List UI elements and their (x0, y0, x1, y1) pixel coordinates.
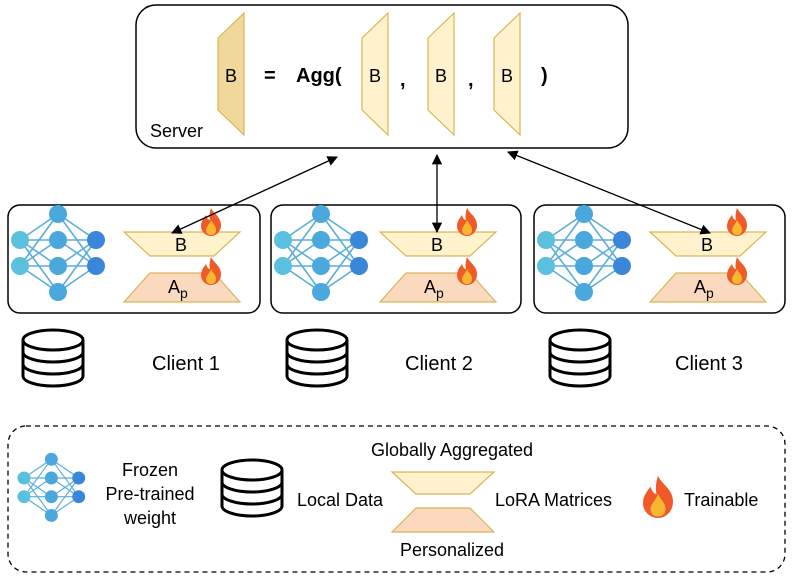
server-client-b-2 (427, 11, 455, 137)
legend-matrix-a (390, 507, 496, 533)
database-icon (548, 328, 612, 388)
server-agg-close: ) (541, 65, 548, 87)
server-client-b-1-label: B (369, 66, 381, 86)
client-2-a-label: Ap (424, 277, 444, 301)
client-2-matrix-b (378, 231, 498, 257)
legend-lora-matrices: LoRA Matrices (495, 490, 612, 510)
arrow-server-client-1 (171, 156, 338, 234)
legend-personalized: Personalized (400, 540, 504, 560)
client-1-a-label: Ap (168, 277, 188, 301)
client-1-label: Client 1 (152, 353, 220, 375)
server-comma-1: , (400, 69, 406, 91)
legend-globally-aggregated: Globally Aggregated (371, 440, 533, 460)
server-equals: = (264, 65, 276, 87)
legend-frozen-line1: Frozen (122, 460, 178, 480)
server-agg-open: Agg( (296, 65, 342, 87)
database-icon (285, 328, 349, 388)
client-3-b-label: B (701, 235, 713, 255)
legend-frozen-line2: Pre-trained (105, 484, 194, 504)
arrow-server-client-3 (507, 150, 711, 235)
legend-box (7, 425, 786, 573)
client-3-label: Client 3 (675, 353, 743, 375)
client-3-a-label: Ap (694, 277, 714, 301)
client-1-b-label: B (175, 235, 187, 255)
client-box-1: B Ap (7, 204, 261, 314)
server-client-b-3-label: B (501, 66, 513, 86)
server-client-b-3 (493, 11, 521, 137)
server-matrix-b-label: B (225, 66, 237, 86)
server-client-b-2-label: B (435, 66, 447, 86)
client-3-matrix-b (648, 231, 768, 257)
database-icon (21, 328, 85, 388)
server-client-b-1 (361, 11, 389, 137)
server-label: Server (150, 121, 203, 141)
legend-trainable: Trainable (684, 490, 758, 510)
client-2-label: Client 2 (405, 353, 473, 375)
server-comma-2: , (468, 69, 474, 91)
client-box-2: B Ap (270, 204, 522, 314)
server-matrix-b (217, 11, 245, 137)
legend-matrix-b (390, 471, 496, 495)
legend-local-data: Local Data (297, 490, 384, 510)
client-box-3: B Ap (533, 204, 786, 314)
legend-frozen-line3: weight (123, 508, 176, 528)
client-2-b-label: B (431, 235, 443, 255)
database-icon (220, 458, 284, 518)
